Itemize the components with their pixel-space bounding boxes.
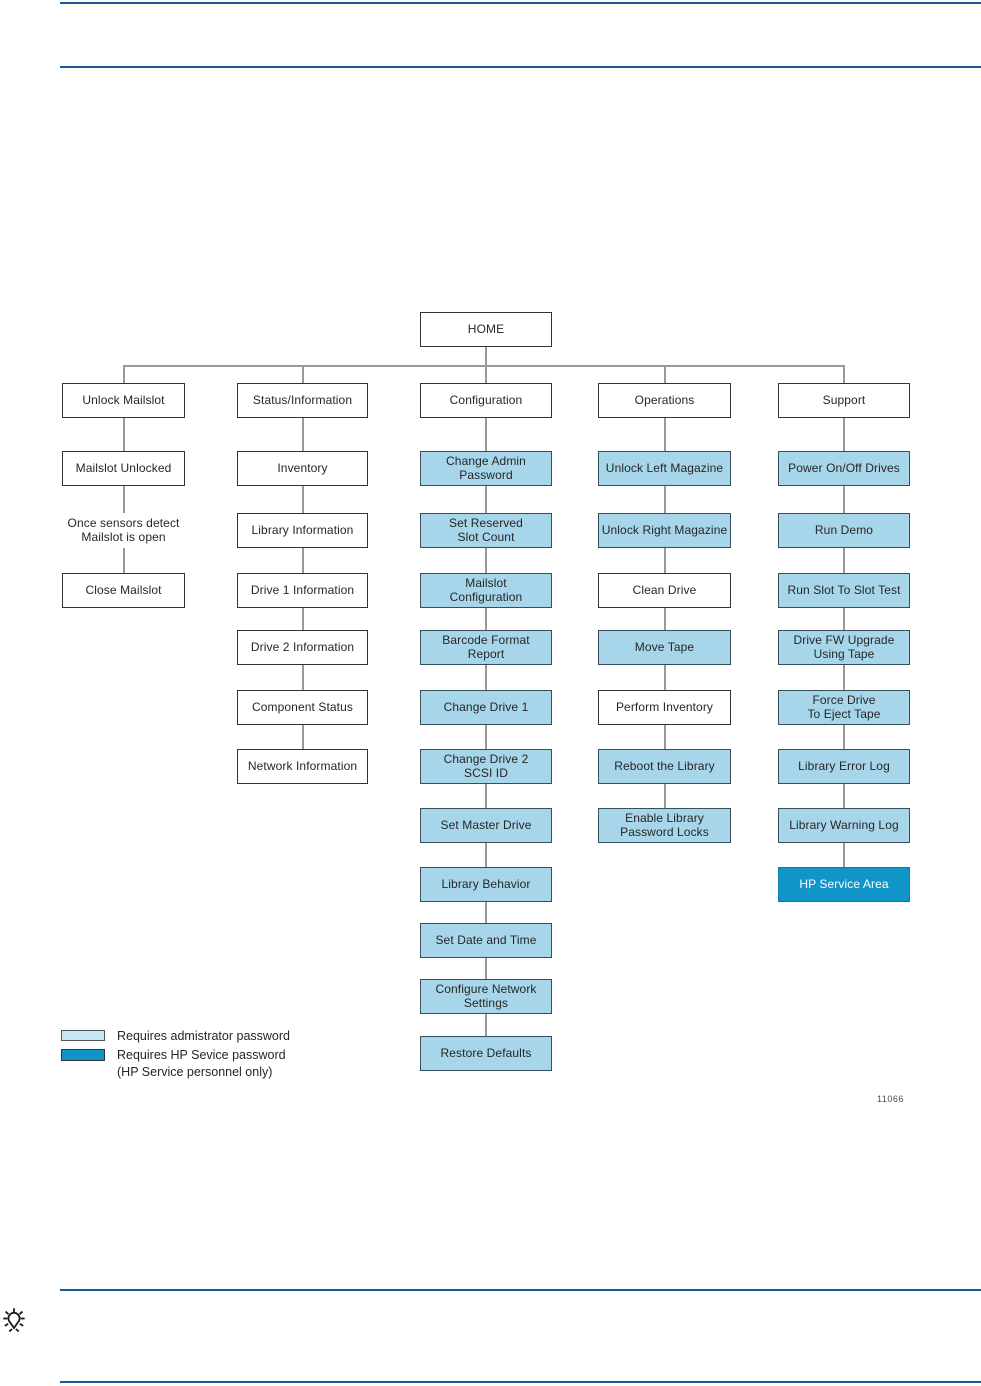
legend-swatch-dark bbox=[61, 1049, 105, 1061]
menu-box-unlock-right-magazine: Unlock Right Magazine bbox=[598, 513, 731, 548]
top-rule-2 bbox=[60, 66, 981, 68]
menu-box-mailslot-unlocked: Mailslot Unlocked bbox=[62, 451, 185, 486]
bus-connector bbox=[123, 365, 844, 367]
top-rule-1 bbox=[60, 2, 981, 4]
menu-box-hp-service-area: HP Service Area bbox=[778, 867, 910, 902]
menu-box-inventory: Inventory bbox=[237, 451, 368, 486]
menu-box-configure-network-settings: Configure Network Settings bbox=[420, 979, 552, 1014]
menu-box-library-error-log: Library Error Log bbox=[778, 749, 910, 784]
legend-label-admin: Requires admistrator password bbox=[117, 1029, 290, 1043]
menu-box-library-warning-log: Library Warning Log bbox=[778, 808, 910, 843]
menu-box-perform-inventory: Perform Inventory bbox=[598, 690, 731, 725]
category-box-configuration: Configuration bbox=[420, 383, 552, 418]
menu-box-set-date-and-time: Set Date and Time bbox=[420, 923, 552, 958]
category-box-operations: Operations bbox=[598, 383, 731, 418]
home-box: HOME bbox=[420, 312, 552, 347]
home-connector bbox=[485, 347, 487, 367]
menu-box-barcode-format-report: Barcode Format Report bbox=[420, 630, 552, 665]
menu-box-library-information: Library Information bbox=[237, 513, 368, 548]
note-once-sensors-detect-mailslot-is-open: Once sensors detect Mailslot is open bbox=[62, 513, 185, 548]
lightbulb-tip-icon bbox=[3, 1306, 25, 1339]
menu-box-component-status: Component Status bbox=[237, 690, 368, 725]
menu-box-force-drive-to-eject-tape: Force Drive To Eject Tape bbox=[778, 690, 910, 725]
menu-box-drive-fw-upgrade-using-tape: Drive FW Upgrade Using Tape bbox=[778, 630, 910, 665]
menu-box-unlock-left-magazine: Unlock Left Magazine bbox=[598, 451, 731, 486]
menu-box-restore-defaults: Restore Defaults bbox=[420, 1036, 552, 1071]
figure-number: 11066 bbox=[877, 1094, 904, 1104]
menu-box-change-drive-2-scsi-id: Change Drive 2 SCSI ID bbox=[420, 749, 552, 784]
category-box-status-information: Status/Information bbox=[237, 383, 368, 418]
menu-box-set-reserved-slot-count: Set Reserved Slot Count bbox=[420, 513, 552, 548]
menu-box-run-slot-to-slot-test: Run Slot To Slot Test bbox=[778, 573, 910, 608]
menu-box-reboot-the-library: Reboot the Library bbox=[598, 749, 731, 784]
menu-box-close-mailslot: Close Mailslot bbox=[62, 573, 185, 608]
menu-box-enable-library-password-locks: Enable Library Password Locks bbox=[598, 808, 731, 843]
category-box-support: Support bbox=[778, 383, 910, 418]
menu-box-drive-1-information: Drive 1 Information bbox=[237, 573, 368, 608]
column-connector-support bbox=[843, 365, 845, 867]
menu-box-power-on-off-drives: Power On/Off Drives bbox=[778, 451, 910, 486]
menu-box-drive-2-information: Drive 2 Information bbox=[237, 630, 368, 665]
legend-label-hp-service: Requires HP Sevice password (HP Service … bbox=[117, 1048, 286, 1079]
bottom-rule-2 bbox=[60, 1381, 981, 1383]
menu-box-set-master-drive: Set Master Drive bbox=[420, 808, 552, 843]
menu-box-mailslot-configuration: Mailslot Configuration bbox=[420, 573, 552, 608]
menu-box-change-admin-password: Change Admin Password bbox=[420, 451, 552, 486]
menu-box-change-drive-1: Change Drive 1 bbox=[420, 690, 552, 725]
menu-box-library-behavior: Library Behavior bbox=[420, 867, 552, 902]
legend-swatch-light bbox=[61, 1030, 105, 1041]
bottom-rule-1 bbox=[60, 1289, 981, 1291]
category-box-unlock-mailslot: Unlock Mailslot bbox=[62, 383, 185, 418]
menu-box-move-tape: Move Tape bbox=[598, 630, 731, 665]
menu-box-network-information: Network Information bbox=[237, 749, 368, 784]
menu-box-clean-drive: Clean Drive bbox=[598, 573, 731, 608]
menu-box-run-demo: Run Demo bbox=[778, 513, 910, 548]
column-connector-status-information bbox=[302, 365, 304, 749]
